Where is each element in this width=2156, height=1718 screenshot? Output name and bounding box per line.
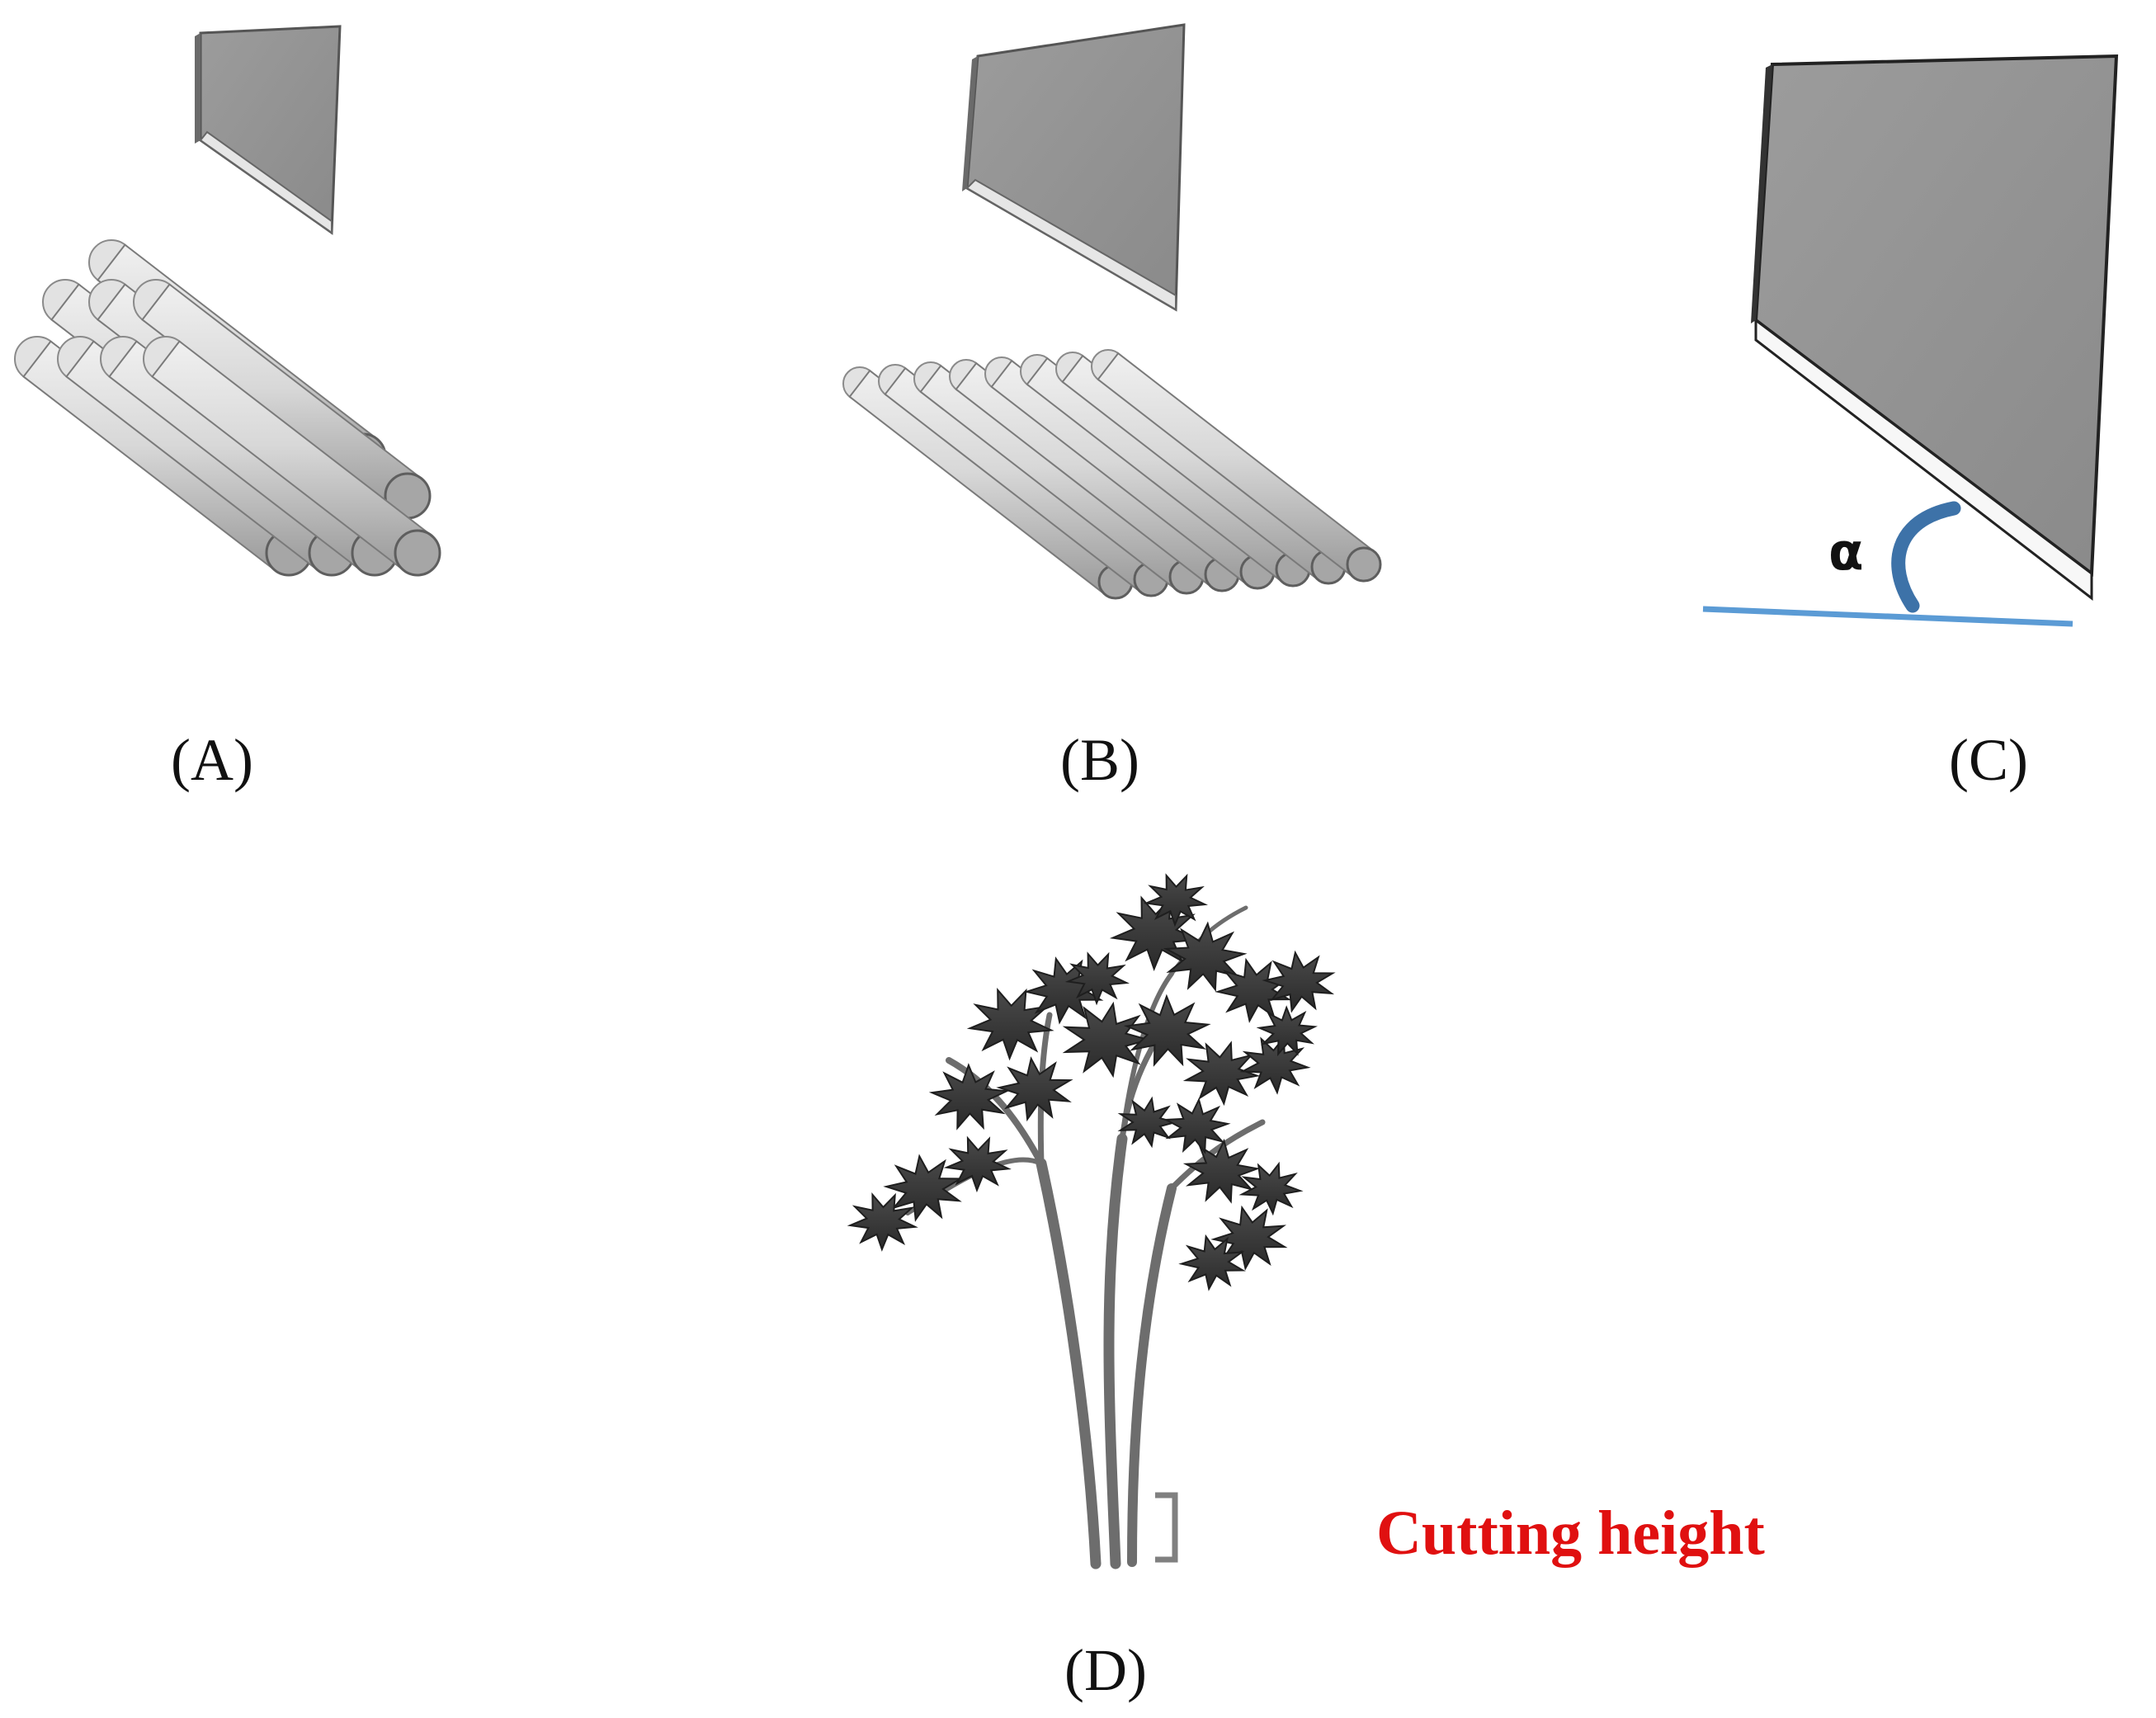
leaf-cluster <box>1256 1005 1318 1057</box>
parsley-plant-icon <box>847 873 1336 1569</box>
rod <box>949 359 1240 592</box>
leaf-cluster <box>966 987 1054 1061</box>
leaf-cluster <box>1062 1001 1152 1078</box>
leaf-cluster <box>1238 1161 1304 1216</box>
rod <box>1055 352 1347 585</box>
angle-arc <box>1891 501 1961 613</box>
rod-bundle-icon <box>14 239 441 577</box>
leaf-cluster <box>1262 950 1336 1013</box>
panel-a <box>14 25 441 577</box>
leaf-cluster <box>943 1135 1012 1193</box>
rod <box>1020 354 1311 588</box>
rod <box>984 356 1276 590</box>
leaf-cluster <box>883 1154 964 1222</box>
rod <box>143 336 441 577</box>
leaf-cluster <box>847 1192 918 1252</box>
ground-line <box>1702 606 2073 627</box>
leaf-cluster <box>1182 1041 1261 1107</box>
angle-alpha-label: α <box>1828 522 1864 582</box>
leaf-cluster <box>1163 921 1248 993</box>
rod <box>842 366 1134 600</box>
panel-d <box>847 873 1336 1569</box>
panel-c <box>1702 54 2119 627</box>
leaf-cluster <box>1215 957 1292 1023</box>
leaf-cluster <box>1123 994 1211 1067</box>
leaf-cluster <box>1182 1138 1261 1204</box>
cutting-height-bracket <box>1155 1492 1178 1563</box>
panel-a-label: (A) <box>171 727 253 793</box>
rod <box>1091 349 1382 583</box>
leaf-cluster <box>928 1063 1010 1130</box>
cutting-height-label: Cutting height <box>1376 1499 1765 1568</box>
rod <box>14 336 313 577</box>
rod-bundle-icon <box>842 349 1382 600</box>
leaf-cluster <box>1163 1097 1231 1154</box>
blade-icon <box>195 25 342 235</box>
panel-d-label: (D) <box>1064 1637 1147 1703</box>
rod <box>133 279 432 520</box>
panel-c-label: (C) <box>1949 727 2028 793</box>
leaf-cluster <box>1064 951 1130 1006</box>
leaf-cluster <box>1143 873 1209 927</box>
panel-b-label: (B) <box>1060 727 1139 793</box>
blade-icon <box>962 23 1186 312</box>
leaf-cluster <box>1117 1096 1178 1149</box>
leaf-cluster <box>1178 1234 1246 1291</box>
blade-icon <box>1751 54 2119 602</box>
leaf-cluster <box>996 1056 1073 1122</box>
leaf-cluster <box>1239 1035 1311 1095</box>
panel-b <box>842 23 1382 600</box>
